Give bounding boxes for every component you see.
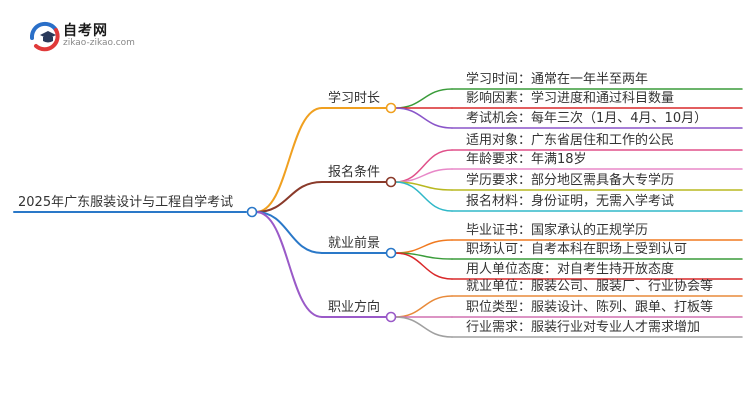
leaf-node[interactable]: 影响因素：学习进度和通过科目数量 xyxy=(466,91,675,106)
leaf-node[interactable]: 考试机会：每年三次（1月、4月、10月） xyxy=(466,111,708,126)
leaf-node[interactable]: 职位类型：服装设计、陈列、跟单、打板等 xyxy=(466,300,714,315)
root-to-branch-2 xyxy=(255,181,323,213)
leaf-node[interactable]: 职场认可：自考本科在职场上受到认可 xyxy=(466,242,688,257)
leaf-node[interactable]: 用人单位态度：对自考生持开放态度 xyxy=(466,262,675,277)
branch-3-to-leaf-3 xyxy=(394,252,453,280)
leaf-node[interactable]: 适用对象：广东省居住和工作的公民 xyxy=(466,133,675,148)
branch-node-2[interactable]: 报名条件 xyxy=(328,165,381,180)
leaf-node[interactable]: 报名材料：身份证明，无需入学考试 xyxy=(466,194,675,209)
branch-2-to-leaf-1 xyxy=(394,149,453,183)
root-toggle[interactable] xyxy=(246,206,258,218)
leaf-node[interactable]: 毕业证书：国家承认的正规学历 xyxy=(466,223,649,238)
branch-1-to-leaf-3 xyxy=(394,107,453,129)
leaf-node[interactable]: 就业单位：服装公司、服装厂、行业协会等 xyxy=(466,279,714,294)
branch-2-to-leaf-4 xyxy=(394,181,453,212)
logo-subtitle: zikao-zikao.com xyxy=(63,38,135,48)
branch-node-1[interactable]: 学习时长 xyxy=(328,91,381,106)
logo-title: 自考网 xyxy=(63,23,108,39)
branch-4-to-leaf-3 xyxy=(394,316,453,338)
branch-node-3[interactable]: 就业前景 xyxy=(328,236,381,251)
branch-toggle-1[interactable] xyxy=(385,102,397,114)
root-to-branch-4 xyxy=(255,211,323,318)
branch-3-to-leaf-1 xyxy=(394,239,453,254)
site-logo[interactable] xyxy=(28,18,148,54)
branch-node-4[interactable]: 职业方向 xyxy=(328,300,381,315)
logo-icon xyxy=(29,21,60,52)
leaf-node[interactable]: 学习时间：通常在一年半至两年 xyxy=(466,72,649,87)
branch-toggle-2[interactable] xyxy=(385,176,397,188)
branch-2-to-leaf-2 xyxy=(394,168,453,183)
root-to-branch-1 xyxy=(255,107,323,213)
branch-toggle-4[interactable] xyxy=(385,311,397,323)
branch-4-to-leaf-1 xyxy=(394,295,453,318)
leaf-node[interactable]: 行业需求：服装行业对专业人才需求增加 xyxy=(466,320,701,335)
root-node[interactable]: 2025年广东服装设计与工程自学考试 xyxy=(18,195,234,210)
root-to-branch-3 xyxy=(255,211,323,254)
leaf-node[interactable]: 年龄要求：年满18岁 xyxy=(466,152,587,167)
branch-1-to-leaf-1 xyxy=(394,88,453,109)
leaf-node[interactable]: 学历要求：部分地区需具备大专学历 xyxy=(466,173,675,188)
branch-toggle-3[interactable] xyxy=(385,247,397,259)
